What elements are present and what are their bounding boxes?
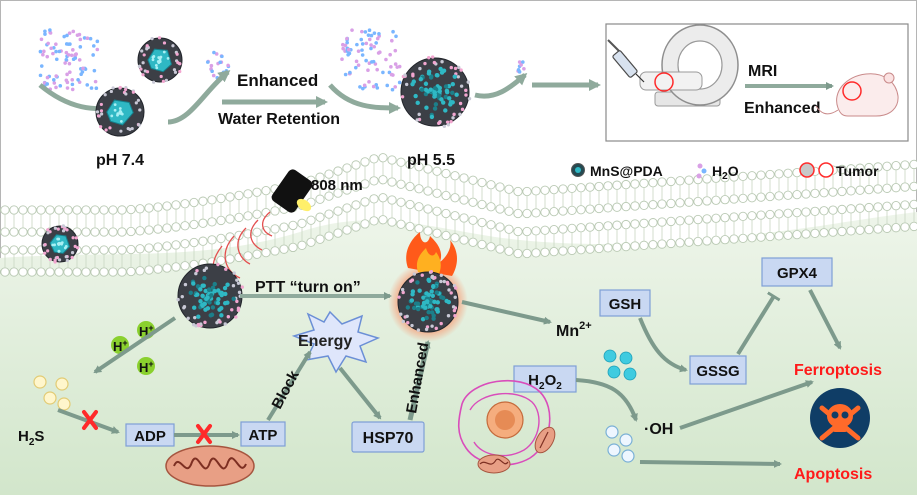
arrow-hsp70-enhanced <box>407 340 431 421</box>
laser-icon <box>271 169 313 213</box>
mitochondrion-icon <box>165 445 255 487</box>
nanoparticle-extracellular <box>41 224 80 264</box>
arrow-atp-energy <box>266 350 312 422</box>
block-cross-icon-2 <box>196 424 212 444</box>
laser-wavelength-label: 808 nm <box>311 177 363 194</box>
nanoparticle-aggregate-cell <box>176 262 244 329</box>
mitochondrion-small-2 <box>477 454 511 474</box>
arrow-gpx4-ferroptosis <box>808 289 842 350</box>
gpx4-box <box>761 257 833 287</box>
atp-box <box>240 421 286 447</box>
mitochondrion-small-1 <box>534 426 556 454</box>
h2s-label: H2S <box>18 428 44 448</box>
label-water-retention: Water Retention <box>218 111 340 128</box>
arrow-h2o2-oh <box>575 378 638 422</box>
arrow-energy-hsp70 <box>338 366 382 420</box>
legend-nanoparticle-core <box>575 167 581 173</box>
legend-tumor-label: Tumor <box>836 163 879 179</box>
nanoparticle-ph74-top <box>137 36 183 84</box>
energy-burst <box>291 310 381 374</box>
nanoparticle-ph55 <box>400 55 472 128</box>
proton-label-2: H+ <box>139 323 154 339</box>
arrow-to-mn <box>461 300 552 325</box>
h2o2-label: H2O2 <box>528 372 562 392</box>
gssg-label: GSSG <box>696 363 739 380</box>
energy-label: Energy <box>298 333 352 350</box>
gsh-label: GSH <box>609 296 642 313</box>
cell-nucleus-er-icon <box>457 379 551 466</box>
nanoparticle-ph74-bottom <box>95 85 145 137</box>
arrow-to-h2s <box>93 316 177 374</box>
gsh-box <box>599 289 651 317</box>
legend-tumor-icon-filled <box>799 162 815 178</box>
legend-h2o-label: H2O <box>712 163 739 182</box>
proton-label-3: H+ <box>139 359 154 375</box>
mouse-icon <box>815 72 899 117</box>
label-mri: MRI <box>748 63 777 80</box>
hydroxyl-radical-bubbles <box>605 425 635 463</box>
arrow-flow-3 <box>328 83 401 114</box>
mri-scanner-icon <box>639 24 739 107</box>
hsp70-label: HSP70 <box>363 430 414 447</box>
gpx4-label: GPX4 <box>777 265 818 282</box>
mn-label: Mn2+ <box>556 320 592 340</box>
arrow-oh-ferroptosis <box>679 380 814 430</box>
inhibit-gssg-gpx4 <box>736 291 781 356</box>
legend: MnS@PDA H2O Tumor <box>571 162 879 182</box>
block-cross-icon-1 <box>82 410 98 430</box>
legend-water-icon <box>696 163 707 179</box>
apoptosis-label: Apoptosis <box>794 466 872 483</box>
cytoplasm <box>0 212 917 495</box>
legend-tumor-icon-empty <box>818 162 834 178</box>
h2s-bubbles <box>33 375 71 411</box>
fire-icon <box>406 232 457 276</box>
nanoparticle-heated <box>397 269 459 333</box>
proton-label-1: H+ <box>113 338 128 354</box>
arrow-gsh-gssg <box>638 317 688 373</box>
h2o2-box <box>513 365 577 393</box>
arrow-flow-4 <box>474 73 528 99</box>
label-mri-enhanced: Enhanced <box>744 100 820 117</box>
syringe-icon <box>607 39 645 83</box>
label-ph55: pH 5.5 <box>407 152 455 169</box>
atp-label: ATP <box>249 427 278 444</box>
ferroptosis-label: Ferroptosis <box>794 362 882 379</box>
legend-mns-label: MnS@PDA <box>590 163 663 179</box>
arrow-flow-2 <box>167 70 231 125</box>
oh-radical-label: ·OH <box>644 421 673 438</box>
hsp70-box <box>351 421 425 453</box>
mri-panel: MRI Enhanced <box>605 23 909 142</box>
label-enhanced: Enhanced <box>237 71 318 90</box>
adp-label: ADP <box>134 428 166 445</box>
mn-ions <box>603 349 637 381</box>
label-ph74: pH 7.4 <box>96 152 144 169</box>
skull-crossbones-icon <box>810 388 870 448</box>
arrow-oh-apoptosis <box>639 459 782 468</box>
gssg-box <box>689 355 747 385</box>
ptt-turn-on-label: PTT “turn on” <box>255 279 361 296</box>
